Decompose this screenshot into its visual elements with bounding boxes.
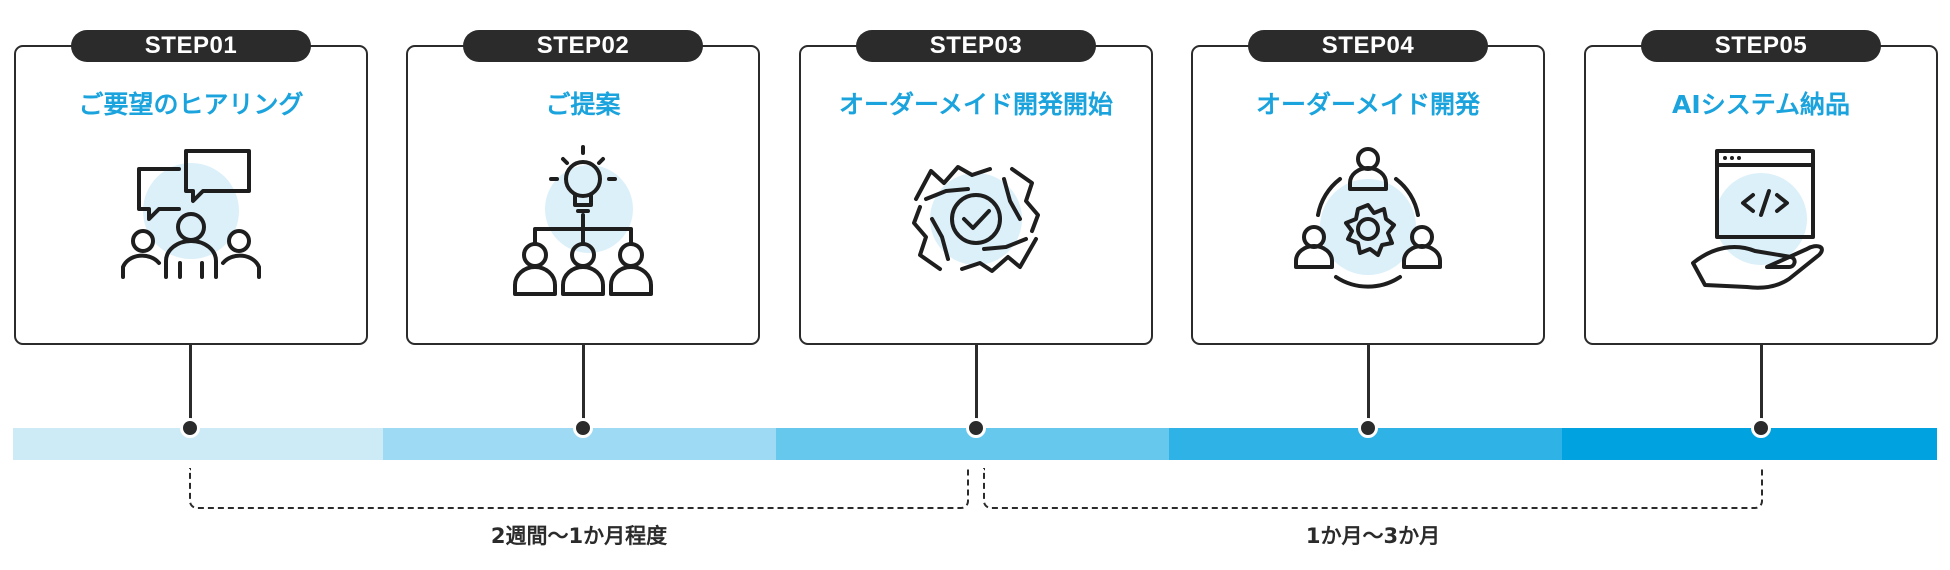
step-connector xyxy=(1367,345,1370,430)
step-title: ご要望のヒアリング xyxy=(78,90,304,119)
duration-bracket-1 xyxy=(189,468,969,509)
step-title: オーダーメイド開発開始 xyxy=(838,90,1113,119)
step-title: オーダーメイド開発 xyxy=(1255,90,1480,119)
timeline-segment-5 xyxy=(1562,428,1937,460)
step-card-3: STEP03 オーダーメイド開発開始 xyxy=(799,30,1153,345)
duration-label-1: 2週間〜1か月程度 xyxy=(490,524,668,548)
duration-bracket-2 xyxy=(983,468,1763,509)
step-title: AIシステム納品 xyxy=(1672,90,1850,119)
duration-label-2: 1か月〜3か月 xyxy=(1305,524,1441,548)
step-card-1: STEP01 ご要望のヒアリング xyxy=(14,30,368,345)
step-card-4: STEP04 オーダーメイド開発 xyxy=(1191,30,1545,345)
timeline-dot xyxy=(573,418,593,438)
step-connector xyxy=(1760,345,1763,430)
collaboration-hands-icon xyxy=(912,165,1040,273)
team-development-gear-icon xyxy=(1294,147,1442,289)
idea-proposal-icon xyxy=(513,145,653,296)
hearing-people-icon xyxy=(121,149,261,279)
timeline-dot xyxy=(180,418,200,438)
step-badge: STEP01 xyxy=(71,30,311,62)
system-delivery-icon xyxy=(1691,149,1824,290)
timeline-dot xyxy=(1358,418,1378,438)
step-connector xyxy=(582,345,585,430)
timeline-dot xyxy=(1751,418,1771,438)
step-badge: STEP02 xyxy=(463,30,703,62)
step-card-2: STEP02 ご提案 xyxy=(406,30,760,345)
step-badge: STEP05 xyxy=(1641,30,1881,62)
step-title: ご提案 xyxy=(545,90,621,119)
step-card-5: STEP05 AIシステム納品 xyxy=(1584,30,1938,345)
step-badge: STEP04 xyxy=(1248,30,1488,62)
timeline-dot xyxy=(966,418,986,438)
step-connector xyxy=(189,345,192,430)
step-connector xyxy=(975,345,978,430)
step-badge: STEP03 xyxy=(856,30,1096,62)
